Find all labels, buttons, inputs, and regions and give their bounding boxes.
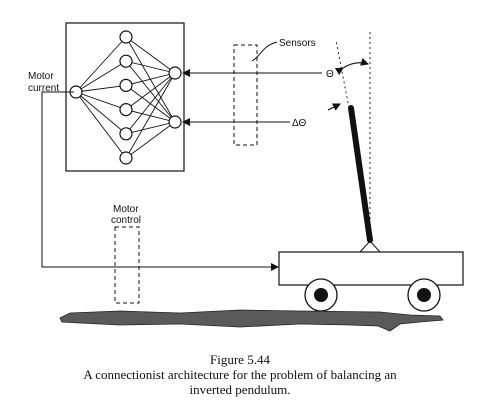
pendulum-rod [348,105,373,243]
network-edge [125,121,176,159]
network-connections [75,36,176,159]
figure-caption-line1: A connectionist architecture for the pro… [83,367,397,382]
figure-caption-line2: inverted pendulum. [189,382,291,397]
figure-number: Figure 5.44 [210,352,270,367]
output-node [168,66,182,80]
network-edge [125,85,176,123]
hidden-node [119,78,133,93]
network-edge [75,91,127,111]
ground [59,309,444,332]
sensors-leader-line [251,41,278,62]
motor-control-label-line2: control [111,215,141,226]
hidden-node [119,30,133,44]
cart-wheel-right [407,278,441,312]
sensors-box [233,44,258,146]
network-edge [125,36,176,74]
network-edge [125,121,176,135]
motor-control-box [114,226,140,304]
motor-control-label-line1: Motor [113,204,139,215]
hidden-node [119,54,133,68]
cart-body [278,251,464,286]
output-node [168,115,182,129]
hidden-node [119,127,133,141]
hidden-node [119,151,133,165]
pendulum-extension-line [335,39,350,109]
pendulum-pivot [359,240,381,253]
network-edge [75,91,127,135]
network-edge [125,109,176,123]
hidden-node [119,102,133,117]
network-box [65,22,185,172]
sensors-label: Sensors [279,38,316,49]
network-edge [75,60,127,93]
network-edge [75,36,127,93]
network-edge [75,84,127,93]
network-edge [125,36,176,123]
delta-theta-label: ΔΘ [292,118,306,129]
motor-current-label-line1: Motor [28,71,54,82]
network-edge [125,60,176,123]
cart-wheel-left [304,278,338,312]
motor-current-line [41,91,279,271]
network-edge [125,60,176,74]
delta-theta-rate-arrow [327,103,341,111]
theta-angle-arc [334,57,369,76]
motor-current-label-line2: current [28,83,59,94]
theta-label: Θ [326,69,334,80]
network-edge [75,91,127,159]
network-nodes [69,30,182,165]
